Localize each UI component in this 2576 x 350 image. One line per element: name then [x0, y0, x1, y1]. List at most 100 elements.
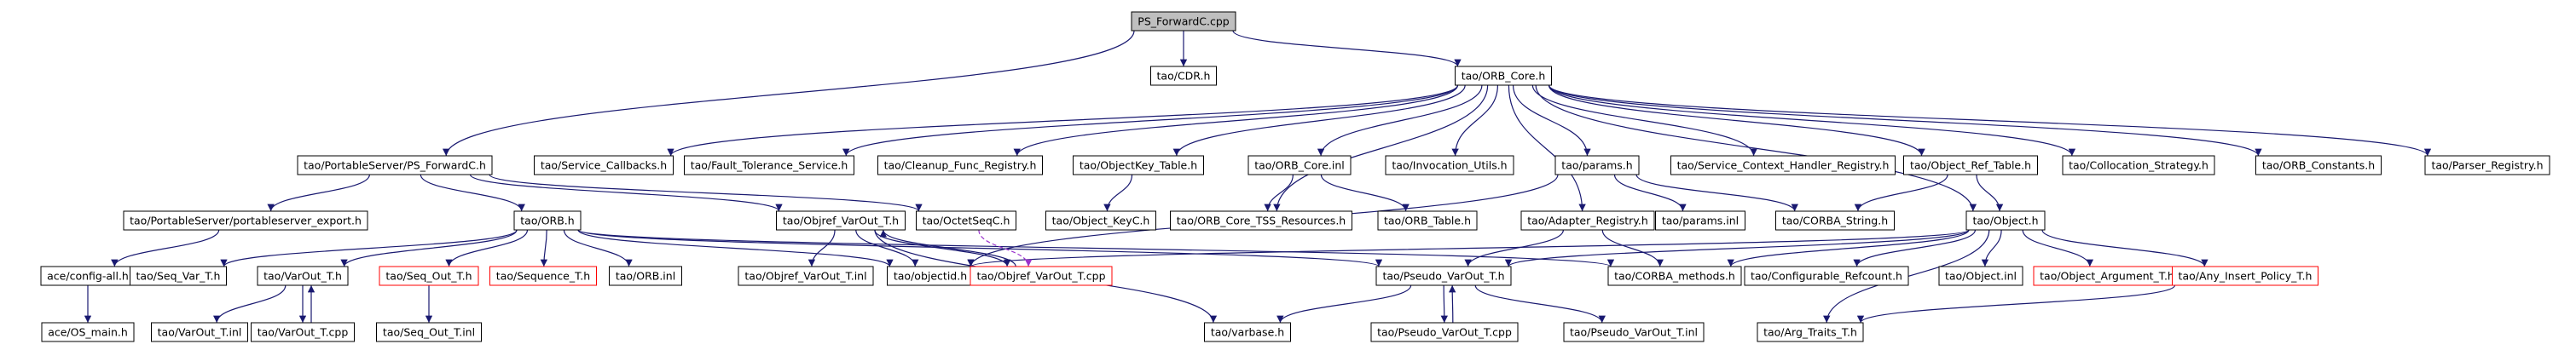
node-label: tao/Adapter_Registry.h — [1527, 215, 1648, 227]
node-label: tao/Sequence_T.h — [496, 270, 590, 283]
node-ace-config-all-h[interactable]: ace/config-all.h — [40, 266, 136, 286]
node-tao-fault-tolerance-service-h[interactable]: tao/Fault_Tolerance_Service.h — [684, 155, 854, 175]
node-tao-objectkey-table-h[interactable]: tao/ObjectKey_Table.h — [1073, 155, 1204, 175]
node-tao-orb-constants-h[interactable]: tao/ORB_Constants.h — [2255, 155, 2382, 175]
node-tao-objref-varout-t-h[interactable]: tao/Objref_VarOut_T.h — [776, 210, 906, 231]
node-box — [2062, 155, 2215, 175]
node-label: tao/params.inl — [1662, 215, 1739, 227]
node-box — [1131, 11, 1236, 32]
node-tao-arg-traits-t-h[interactable]: tao/Arg_Traits_T.h — [1757, 322, 1864, 342]
edge-n12-n26 — [1976, 174, 2004, 212]
edge-n2-n15 — [1548, 84, 2431, 157]
node-tao-params-h[interactable]: tao/params.h — [1554, 155, 1640, 175]
edge-n18-n34 — [855, 229, 919, 267]
node-box — [41, 322, 135, 342]
node-tao-orb-h[interactable]: tao/ORB.h — [513, 210, 582, 231]
node-tao-object-ref-table-h[interactable]: tao/Object_Ref_Table.h — [1903, 155, 2038, 175]
node-tao-corba-methods-h[interactable]: tao/CORBA_methods.h — [1607, 266, 1742, 286]
node-tao-params-inl[interactable]: tao/params.inl — [1655, 210, 1745, 231]
edge-n23-n36 — [1464, 229, 1564, 267]
node-tao-object-h[interactable]: tao/Object.h — [1965, 210, 2046, 231]
node-tao-octetseqc-h[interactable]: tao/OctetSeqC.h — [916, 210, 1016, 231]
node-box — [2172, 266, 2318, 286]
node-tao-objref-varout-t-inl[interactable]: tao/Objref_VarOut_T.inl — [738, 266, 874, 286]
node-tao-object-argument-t-h[interactable]: tao/Object_Argument_T.h — [2033, 266, 2181, 286]
node-tao-orb-table-h[interactable]: tao/ORB_Table.h — [1377, 210, 1478, 231]
node-box — [1520, 210, 1655, 231]
node-tao-pseudo-varout-t-h[interactable]: tao/Pseudo_VarOut_T.h — [1375, 266, 1512, 286]
edge-n2-n6 — [1013, 84, 1459, 157]
node-tao-varout-t-cpp[interactable]: tao/VarOut_T.cpp — [251, 322, 355, 342]
node-tao-pseudo-varout-t-cpp[interactable]: tao/Pseudo_VarOut_T.cpp — [1370, 322, 1519, 342]
edge-n3-n18 — [469, 174, 783, 212]
node-tao-varout-t-inl[interactable]: tao/VarOut_T.inl — [151, 322, 248, 342]
node-box — [376, 322, 482, 342]
node-tao-object-keyc-h[interactable]: tao/Object_KeyC.h — [1045, 210, 1156, 231]
node-label: tao/Objref_VarOut_T.cpp — [976, 270, 1105, 283]
node-tao-service-callbacks-h[interactable]: tao/Service_Callbacks.h — [534, 155, 674, 175]
node-tao-pseudo-varout-t-inl[interactable]: tao/Pseudo_VarOut_T.inl — [1563, 322, 1705, 342]
node-box — [1775, 210, 1895, 231]
node-label: tao/CORBA_String.h — [1782, 215, 1888, 227]
node-tao-invocation-utils-h[interactable]: tao/Invocation_Utils.h — [1385, 155, 1514, 175]
node-box — [251, 322, 355, 342]
node-tao-adapter-registry-h[interactable]: tao/Adapter_Registry.h — [1520, 210, 1655, 231]
node-box — [1385, 155, 1514, 175]
node-label: tao/Invocation_Utils.h — [1392, 159, 1507, 172]
node-label: tao/Seq_Var_T.h — [136, 270, 221, 283]
node-tao-sequence-t-h[interactable]: tao/Sequence_T.h — [489, 266, 597, 286]
node-tao-portableserver-portableserver-export-h[interactable]: tao/PortableServer/portableserver_export… — [123, 210, 368, 231]
node-label: tao/Collocation_Strategy.h — [2069, 159, 2208, 172]
edge-n2-n4 — [667, 84, 1459, 157]
node-tao-objref-varout-t-cpp[interactable]: tao/Objref_VarOut_T.cpp — [970, 266, 1113, 286]
node-box — [1377, 210, 1478, 231]
node-label: tao/ORB_Table.h — [1384, 215, 1471, 227]
node-box — [534, 155, 674, 175]
node-tao-cleanup-func-registry-h[interactable]: tao/Cleanup_Func_Registry.h — [877, 155, 1043, 175]
node-tao-configurable-refcount-h[interactable]: tao/Configurable_Refcount.h — [1744, 266, 1909, 286]
node-tao-cdr-h[interactable]: tao/CDR.h — [1150, 66, 1217, 86]
node-tao-orb-core-tss-resources-h[interactable]: tao/ORB_Core_TSS_Resources.h — [1170, 210, 1352, 231]
edge-n2-n10 — [1512, 84, 1591, 157]
node-label: tao/Pseudo_VarOut_T.h — [1382, 270, 1504, 283]
node-label: tao/Parser_Registry.h — [2431, 159, 2543, 172]
node-ps-forwardc-cpp[interactable]: PS_ForwardC.cpp — [1131, 11, 1236, 32]
node-tao-collocation-strategy-h[interactable]: tao/Collocation_Strategy.h — [2062, 155, 2215, 175]
node-tao-seq-var-t-h[interactable]: tao/Seq_Var_T.h — [130, 266, 227, 286]
node-box — [297, 155, 493, 175]
node-tao-object-inl[interactable]: tao/Object.inl — [1938, 266, 2023, 286]
edge-n35-n18 — [879, 229, 1016, 267]
edge-n18-n33 — [808, 229, 836, 267]
node-tao-any-insert-policy-t-h[interactable]: tao/Any_Insert_Policy_T.h — [2172, 266, 2318, 286]
node-label: tao/ORB.inl — [616, 270, 675, 283]
node-tao-parser-registry-h[interactable]: tao/Parser_Registry.h — [2424, 155, 2550, 175]
node-label: tao/VarOut_T.h — [263, 270, 342, 283]
edge-n16-n27 — [111, 229, 220, 267]
edge-layer — [84, 30, 2431, 324]
node-tao-portableserver-ps-forwardc-h[interactable]: tao/PortableServer/PS_ForwardC.h — [297, 155, 493, 175]
node-label: tao/ObjectKey_Table.h — [1080, 159, 1197, 172]
node-box — [123, 210, 368, 231]
node-tao-orb-core-h[interactable]: tao/ORB_Core.h — [1455, 66, 1552, 86]
node-label: tao/Pseudo_VarOut_T.cpp — [1377, 326, 1512, 339]
node-tao-corba-string-h[interactable]: tao/CORBA_String.h — [1775, 210, 1895, 231]
node-box — [1045, 210, 1156, 231]
edge-n2-n12 — [1548, 84, 1925, 157]
node-tao-varbase-h[interactable]: tao/varbase.h — [1204, 322, 1291, 342]
node-box — [1563, 322, 1705, 342]
node-label: tao/VarOut_T.cpp — [258, 326, 349, 339]
node-tao-service-context-handler-registry-h[interactable]: tao/Service_Context_Handler_Registry.h — [1670, 155, 1896, 175]
edge-n41-n49 — [1856, 284, 2176, 324]
edge-n2-n23 — [1508, 84, 1586, 212]
node-tao-orb-inl[interactable]: tao/ORB.inl — [609, 266, 682, 286]
edge-n2-n5 — [842, 84, 1459, 157]
edge-n17-n28 — [220, 229, 518, 267]
node-tao-objectid-h[interactable]: tao/objectid.h — [887, 266, 974, 286]
node-ace-os-main-h[interactable]: ace/OS_main.h — [41, 322, 135, 342]
edge-n17-n31 — [540, 229, 548, 267]
node-tao-seq-out-t-h[interactable]: tao/Seq_Out_T.h — [379, 266, 479, 286]
node-tao-orb-core-inl[interactable]: tao/ORB_Core.inl — [1247, 155, 1352, 175]
node-tao-varout-t-h[interactable]: tao/VarOut_T.h — [257, 266, 349, 286]
node-tao-seq-out-t-inl[interactable]: tao/Seq_Out_T.inl — [376, 322, 482, 342]
edge-n26-n36 — [1505, 229, 1970, 267]
